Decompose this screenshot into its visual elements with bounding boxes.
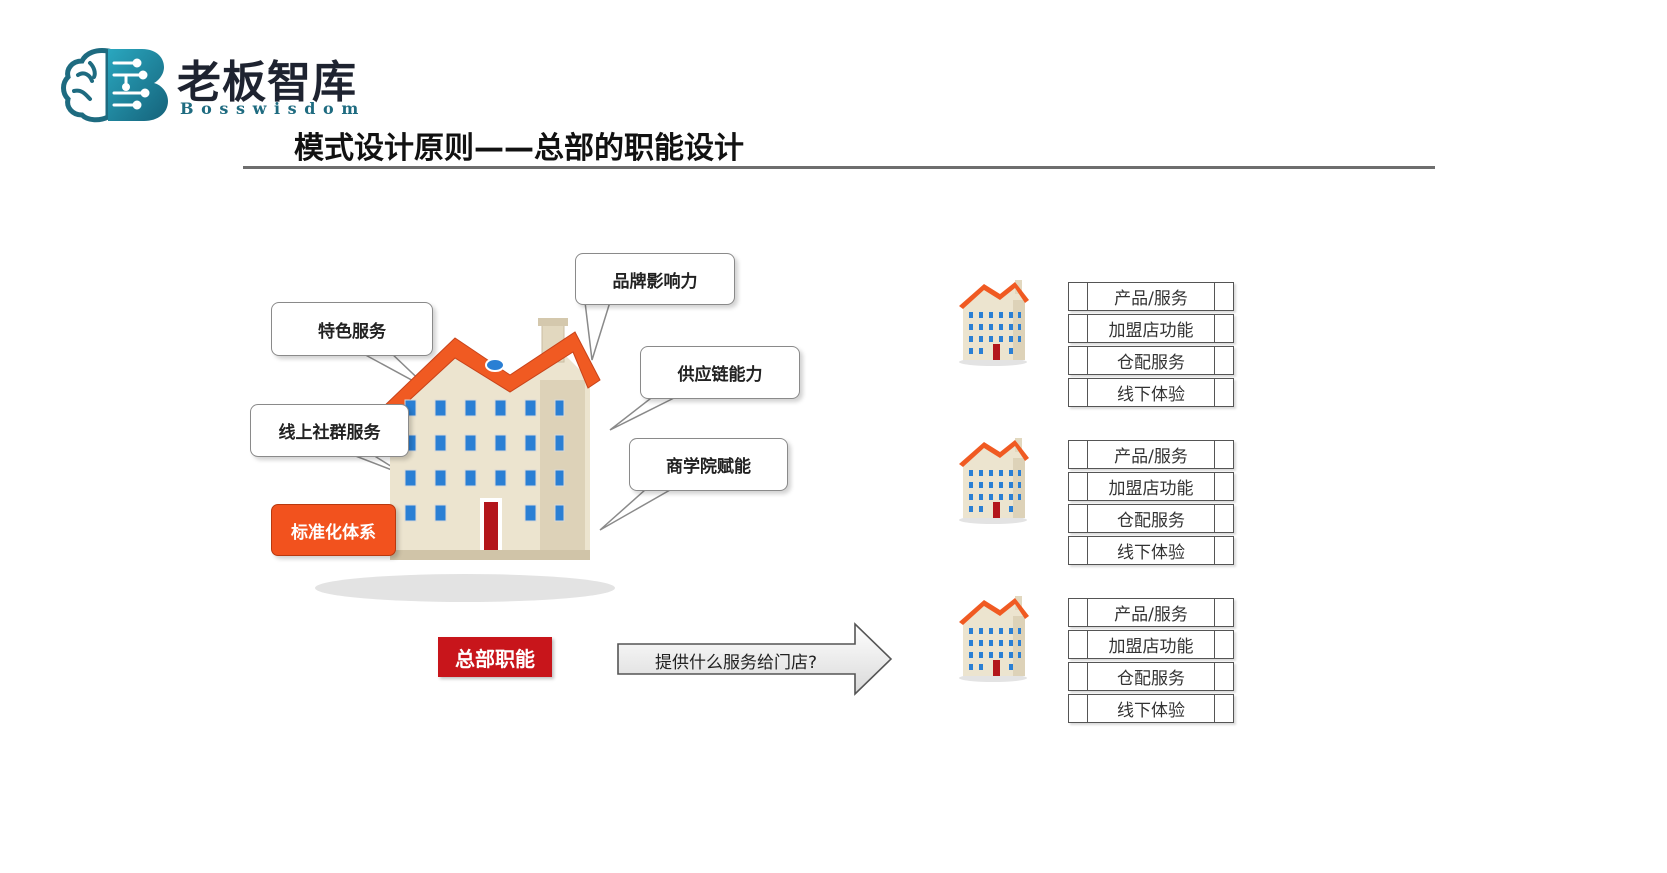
store-service-item: 产品/服务 bbox=[1068, 440, 1234, 469]
store-service-item: 仓配服务 bbox=[1068, 346, 1234, 375]
store-service-item: 加盟店功能 bbox=[1068, 472, 1234, 501]
building-icon bbox=[959, 280, 1029, 366]
logo: 老板智库 Bosswisdom bbox=[60, 40, 380, 123]
store-service-item: 仓配服务 bbox=[1068, 504, 1234, 533]
store-service-item: 产品/服务 bbox=[1068, 282, 1234, 311]
right-arrow-icon bbox=[617, 622, 893, 696]
building-icon bbox=[959, 438, 1029, 524]
callout-online-community: 线上社群服务 bbox=[250, 404, 409, 457]
arrow-question: 提供什么服务给门店? bbox=[655, 653, 818, 673]
store-service-item: 线下体验 bbox=[1068, 378, 1234, 407]
store-2: 产品/服务 加盟店功能 仓配服务 线下体验 bbox=[955, 436, 1235, 566]
store-service-item: 产品/服务 bbox=[1068, 598, 1234, 627]
brain-logo-icon bbox=[61, 48, 168, 123]
callout-brand-influence: 品牌影响力 bbox=[575, 253, 735, 305]
hq-function-label: 总部职能 bbox=[438, 637, 552, 677]
store-3: 产品/服务 加盟店功能 仓配服务 线下体验 bbox=[955, 594, 1235, 724]
store-service-item: 加盟店功能 bbox=[1068, 630, 1234, 659]
callout-special-service: 特色服务 bbox=[271, 302, 433, 356]
logo-name-en: Bosswisdom bbox=[180, 99, 366, 118]
callout-standardization: 标准化体系 bbox=[271, 504, 396, 556]
title-divider bbox=[243, 166, 1435, 169]
building-icon bbox=[379, 318, 601, 560]
store-service-item: 加盟店功能 bbox=[1068, 314, 1234, 343]
store-1: 产品/服务 加盟店功能 仓配服务 线下体验 bbox=[955, 278, 1235, 408]
building-icon bbox=[959, 596, 1029, 682]
store-service-item: 仓配服务 bbox=[1068, 662, 1234, 691]
logo-name-cn: 老板智库 bbox=[177, 57, 357, 108]
store-service-item: 线下体验 bbox=[1068, 536, 1234, 565]
callout-supply-chain: 供应链能力 bbox=[640, 346, 800, 399]
callout-business-academy: 商学院赋能 bbox=[629, 438, 788, 491]
hq-building-illustration bbox=[315, 301, 681, 602]
store-service-item: 线下体验 bbox=[1068, 694, 1234, 723]
page-title: 模式设计原则——总部的职能设计 bbox=[294, 131, 744, 166]
